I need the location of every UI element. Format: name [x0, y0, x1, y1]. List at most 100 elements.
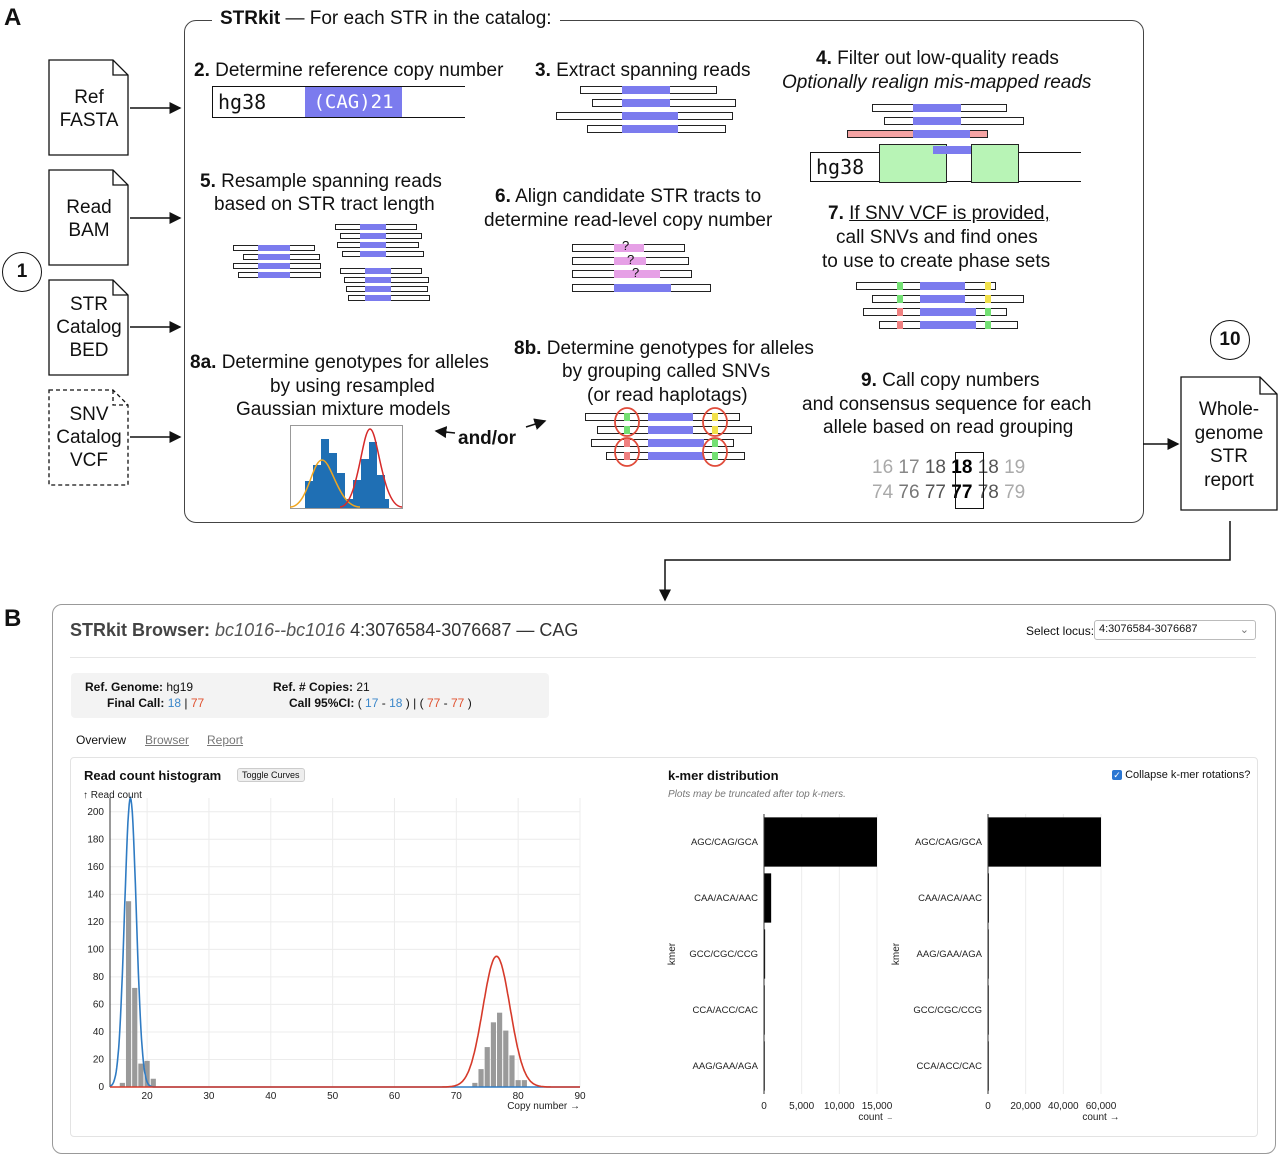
- histogram-bar: [150, 1078, 156, 1087]
- x-tick-label: 40: [265, 1091, 277, 1102]
- strkit-workflow-box: [184, 20, 1144, 523]
- x-tick-label: 40,000: [1048, 1101, 1079, 1112]
- y-tick-label: 0: [98, 1082, 104, 1093]
- step5-label-line2: based on STR tract length: [214, 194, 435, 215]
- kmer-category-label: CCA/ACC/CAC: [693, 1005, 759, 1016]
- histogram-bar: [521, 1080, 527, 1087]
- panel-a-connectors: [130, 102, 1231, 602]
- histogram-bar: [484, 1047, 490, 1087]
- x-tick-label: 0: [985, 1101, 991, 1112]
- panel-b-label: B: [4, 605, 22, 632]
- x-tick-label: 0: [761, 1101, 767, 1112]
- step5-label: 5. Resample spanning reads: [200, 171, 442, 192]
- step6-label: 6. Align candidate STR tracts to: [495, 186, 762, 207]
- step7-label-line2: call SNVs and find ones: [836, 227, 1038, 248]
- y-tick-label: 160: [87, 862, 104, 873]
- step9-label: 9. Call copy numbers: [861, 370, 1040, 391]
- histogram-bar: [132, 987, 138, 1087]
- ref-copies-value: 21: [356, 680, 370, 694]
- step6-label-line2: determine read-level copy number: [484, 210, 773, 231]
- histogram-title: Read count histogram: [84, 768, 222, 783]
- locus-info-box: Ref. Genome: hg19 Final Call: 18 | 77 Re…: [71, 673, 549, 718]
- kmer-category-label: AGC/CAG/GCA: [915, 837, 983, 848]
- final-call-allele1: 18: [167, 696, 182, 710]
- panel-a-label: A: [4, 4, 22, 31]
- y-axis-label: kmer: [667, 942, 678, 965]
- step2-motif: (CAG)21: [305, 87, 402, 117]
- step4-italic: Optionally realign mis-mapped reads: [782, 72, 1092, 93]
- x-tick-label: 60,000: [1086, 1101, 1117, 1112]
- x-tick-label: 80: [513, 1091, 525, 1102]
- collapse-rotations-checkbox[interactable]: ✓: [1112, 770, 1122, 781]
- y-tick-label: 200: [87, 807, 104, 818]
- histogram-bar: [509, 1055, 515, 1087]
- x-tick-label: 90: [574, 1091, 586, 1102]
- x-tick-label: 70: [451, 1091, 463, 1102]
- gaussian-curve: [109, 795, 580, 1088]
- histogram-bar: [515, 1080, 521, 1087]
- tab-overview[interactable]: Overview: [76, 733, 127, 747]
- gaussian-curve: [110, 955, 580, 1088]
- step8b-label-line2: by grouping called SNVs: [562, 361, 771, 382]
- select-locus-label: Select locus:: [1026, 624, 1095, 638]
- step8b-label: 8b. Determine genotypes for alleles: [514, 338, 814, 359]
- ref-genome-value: hg19: [166, 680, 194, 694]
- x-tick-label: 30: [203, 1091, 215, 1102]
- histogram-bar: [119, 1082, 125, 1087]
- histogram-bar: [503, 1030, 509, 1087]
- tab-report[interactable]: Report: [207, 733, 244, 747]
- step8a-label-line3: Gaussian mixture models: [236, 399, 451, 420]
- y-tick-label: 140: [87, 889, 104, 900]
- input-files-icons: [48, 59, 129, 486]
- kmer-bar: [764, 929, 766, 979]
- histogram-bar: [138, 1063, 144, 1087]
- browser-title: STRkit Browser: bc1016--bc1016 4:3076584…: [70, 620, 579, 640]
- step2-label: 2. Determine reference copy number: [194, 60, 504, 81]
- y-tick-label: 20: [93, 1054, 105, 1065]
- x-axis-label: Copy number →: [507, 1101, 580, 1112]
- histogram-bar: [497, 1012, 503, 1087]
- x-tick-label: 5,000: [789, 1101, 814, 1112]
- y-axis-label: kmer: [891, 942, 902, 965]
- histogram-bar: [478, 1069, 484, 1087]
- select-locus-dropdown[interactable]: 4:3076584-3076687 ⌄: [1094, 620, 1256, 640]
- output-report-icon: [1180, 376, 1278, 511]
- histogram-bar: [125, 901, 132, 1087]
- step2-reference-track: hg38 (CAG)21: [212, 86, 465, 118]
- y-tick-label: 60: [93, 999, 105, 1010]
- toggle-curves-button[interactable]: Toggle Curves: [237, 768, 305, 782]
- y-tick-label: 80: [93, 972, 105, 983]
- y-tick-label: 120: [87, 917, 104, 928]
- step10-circle: 10: [1210, 320, 1250, 360]
- kmer-category-label: CCA/ACC/CAC: [917, 1061, 983, 1072]
- kmer-bar: [988, 817, 1101, 867]
- histogram-bar: [472, 1082, 478, 1087]
- y-tick-label: 100: [87, 944, 104, 955]
- kmer-bar: [764, 817, 877, 867]
- step2-ref-label: hg38: [218, 90, 267, 114]
- kmer-category-label: CAA/ACA/AAC: [694, 893, 758, 904]
- kmer-category-label: AAG/GAA/AGA: [917, 949, 983, 960]
- kmer-title: k-mer distribution: [668, 768, 779, 783]
- step8b-label-line3: (or read haplotags): [587, 385, 748, 406]
- step8b-snv-circles: [614, 407, 728, 467]
- step8a-gmm-plot: [290, 425, 403, 509]
- kmer-bar: [764, 873, 772, 923]
- final-call-allele2: 77: [190, 696, 205, 710]
- strkit-header-text: — For each STR in the catalog:: [285, 8, 552, 29]
- strkit-box-header: STRkit — For each STR in the catalog:: [212, 8, 560, 30]
- step7-label-line3: to use to create phase sets: [822, 251, 1051, 272]
- histogram-bar: [144, 1060, 150, 1087]
- step3-label: 3. Extract spanning reads: [535, 60, 751, 81]
- kmer-category-label: GCC/CGC/CCG: [913, 1005, 982, 1016]
- x-tick-label: 60: [389, 1091, 401, 1102]
- tab-browser[interactable]: Browser: [145, 733, 190, 747]
- y-axis-label: ↑ Read count: [83, 790, 142, 801]
